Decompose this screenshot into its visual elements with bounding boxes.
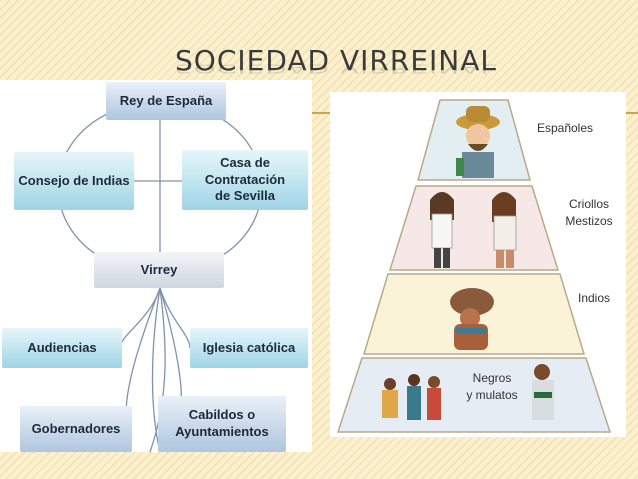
node-casa-de-contratacion: Casa de Contratación de Sevilla	[182, 150, 308, 210]
title-area: SOCIEDAD VIRREINAL SOCIEDAD VIRREINAL	[0, 40, 638, 114]
mestizo-figure-icon	[492, 192, 517, 268]
node-cabildos: Cabildos o Ayuntamientos	[158, 396, 286, 452]
node-iglesia-catolica: Iglesia católica	[190, 328, 308, 368]
node-casa-label-line2: de Sevilla	[215, 188, 275, 204]
criollo-figure-icon	[430, 192, 454, 268]
node-consejo-de-indias: Consejo de Indias	[14, 152, 134, 210]
indio-figure-icon	[450, 288, 494, 350]
node-cabildos-label-line1: Cabildos o	[188, 407, 256, 423]
pyramid-level-2	[388, 185, 560, 271]
pyramid-label-indios: Indios	[566, 290, 622, 307]
node-virrey: Virrey	[94, 252, 224, 288]
node-consejo-label: Consejo de Indias	[18, 172, 130, 188]
pyramid-label-negros-text: Negros	[472, 371, 512, 385]
pyramid-label-criollos-mestizos: Criollos Mestizos	[554, 196, 624, 231]
slide-title-reflection: SOCIEDAD VIRREINAL	[175, 61, 497, 76]
pyramid-drawing	[336, 99, 612, 433]
pyramid-label-negros-mulatos: Negros y mulatos	[452, 370, 532, 405]
node-gobernadores: Gobernadores	[20, 406, 132, 452]
node-rey-de-espana: Rey de España	[106, 82, 226, 120]
social-pyramid: Españoles Criollos Mestizos Indios Negro…	[330, 92, 626, 437]
pyramid-label-indios-text: Indios	[577, 291, 611, 305]
org-chart: Rey de España Consejo de Indias Casa de …	[0, 80, 312, 452]
node-rey-label: Rey de España	[119, 92, 213, 108]
pyramid-label-mulatos-text: y mulatos	[466, 388, 518, 403]
pyramid-label-mestizos-text: Mestizos	[565, 214, 613, 229]
node-audiencias-label: Audiencias	[27, 339, 97, 355]
slide-title: SOCIEDAD VIRREINAL	[175, 44, 497, 77]
node-virrey-label: Virrey	[140, 261, 178, 277]
pyramid-label-espanoles-text: Españoles	[536, 121, 594, 135]
node-gobernadores-label: Gobernadores	[31, 420, 121, 436]
pyramid-label-criollos-text: Criollos	[568, 197, 609, 211]
node-iglesia-label: Iglesia católica	[202, 339, 296, 355]
negros-mulatos-figures-icon	[382, 364, 554, 420]
espanol-figure-icon	[456, 106, 500, 178]
pyramid-label-espanoles: Españoles	[530, 120, 600, 137]
node-audiencias: Audiencias	[2, 328, 122, 368]
node-cabildos-label-line2: Ayuntamientos	[175, 424, 269, 439]
node-casa-label-line1: Casa de Contratación	[204, 154, 286, 187]
